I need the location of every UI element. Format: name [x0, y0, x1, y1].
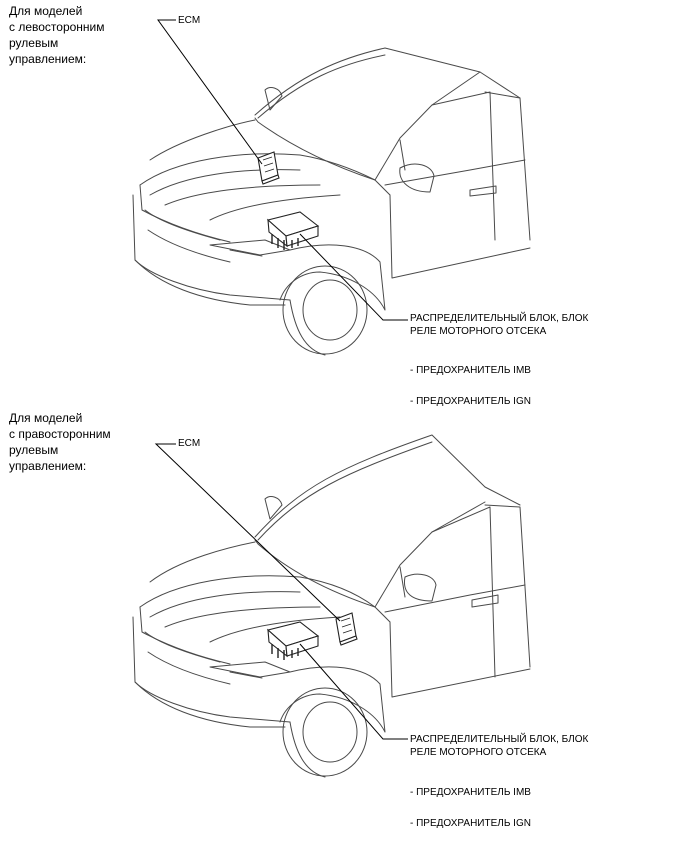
ecm-leader	[154, 443, 341, 622]
vehicle-diagram	[132, 434, 531, 778]
vehicle-diagram	[132, 19, 531, 356]
ecm-unit	[335, 612, 358, 646]
rhd-panel: Для моделей с правосторонним рулевым упр…	[0, 407, 688, 829]
vehicle-outline	[132, 434, 531, 778]
fuse-imb-label: - ПРЕДОХРАНИТЕЛЬ IMB	[410, 787, 531, 798]
relay-block-label: РАСПРЕДЕЛИТЕЛЬНЫЙ БЛОК, БЛОК РЕЛЕ МОТОРН…	[410, 313, 589, 337]
heading: Для моделей с правосторонним рулевым упр…	[9, 411, 111, 473]
relay-block-label: РАСПРЕДЕЛИТЕЛЬНЫЙ БЛОК, БЛОК РЕЛЕ МОТОРН…	[410, 734, 589, 758]
block-leader	[299, 233, 408, 321]
block-leader	[299, 643, 408, 740]
heading: Для моделей с левосторонним рулевым упра…	[9, 4, 105, 66]
ecm-unit	[257, 151, 280, 185]
lhd-panel: Для моделей с левосторонним рулевым упра…	[0, 0, 688, 420]
ecm-label: ECM	[178, 15, 201, 26]
fuse-imb-label: - ПРЕДОХРАНИТЕЛЬ IMB	[410, 365, 531, 376]
ecm-label: ECM	[178, 438, 201, 449]
fuse-ign-label: - ПРЕДОХРАНИТЕЛЬ IGN	[410, 396, 531, 407]
relay-block	[266, 621, 320, 660]
vehicle-outline	[132, 47, 531, 356]
fuse-ign-label: - ПРЕДОХРАНИТЕЛЬ IGN	[410, 818, 531, 829]
ecm-leader	[157, 19, 263, 165]
